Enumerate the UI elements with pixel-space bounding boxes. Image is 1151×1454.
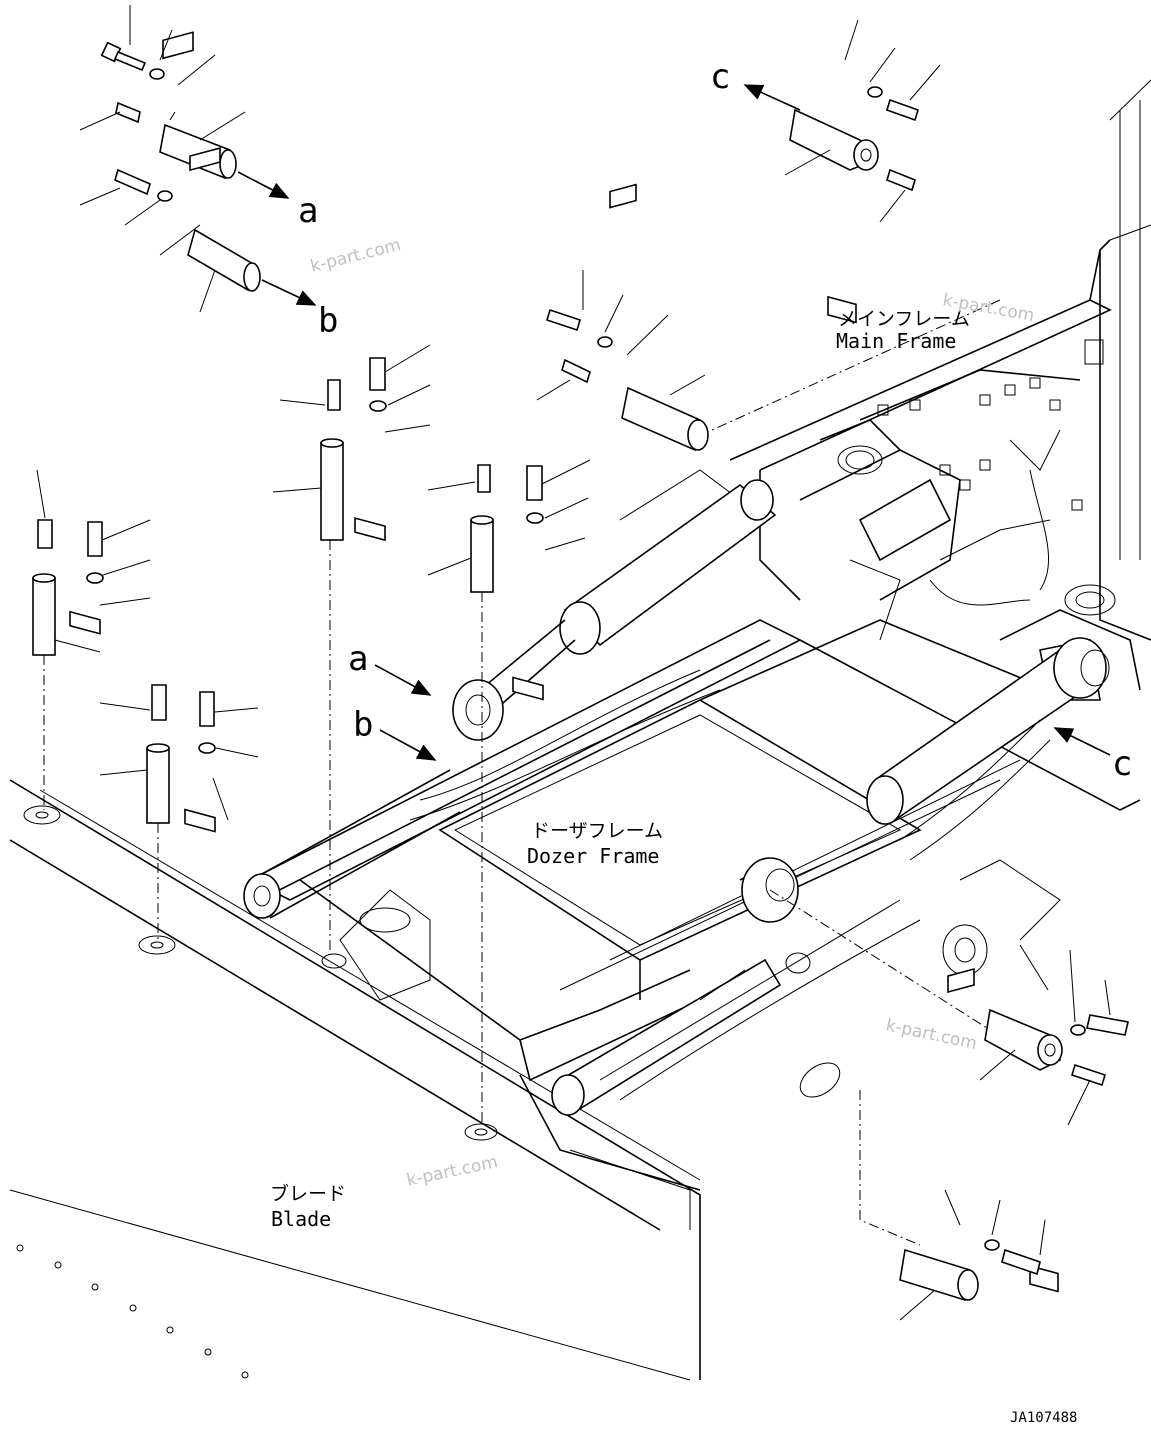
callout-a-mid: a	[348, 639, 368, 679]
lock-plate	[69, 610, 101, 635]
watermark: k-part.com	[308, 235, 403, 277]
pin	[470, 519, 494, 593]
washer	[157, 190, 173, 202]
washer	[526, 512, 544, 524]
bolt	[1001, 1248, 1041, 1276]
pin-assembly-d	[536, 183, 709, 452]
arrow-a-mid	[374, 664, 432, 696]
pin	[146, 747, 170, 824]
bolt	[114, 168, 151, 196]
callout-a-top: a	[298, 191, 318, 231]
watermark: k-part.com	[405, 1152, 500, 1191]
frame-bolts	[877, 339, 1104, 511]
pin-assembly-i	[979, 944, 1129, 1293]
bolt	[526, 465, 543, 501]
washer	[867, 86, 883, 98]
grease-fitting	[115, 101, 141, 124]
main-frame-label-jp: メインフレーム	[838, 308, 970, 330]
lock-plate	[827, 295, 857, 324]
bolt	[199, 691, 215, 727]
lock-plate	[162, 31, 194, 60]
watermark: k-part.com	[884, 1015, 979, 1054]
callout-c-top: c	[710, 57, 730, 97]
washer	[369, 400, 387, 412]
grease-fitting	[37, 519, 53, 549]
right-cylinder	[866, 637, 1110, 825]
arrow-c-mid	[1053, 727, 1111, 756]
lock-plate	[354, 517, 386, 542]
hoses	[409, 669, 1051, 1101]
pin-assembly-e	[272, 344, 431, 542]
arrow-b-mid	[379, 729, 437, 761]
grease-fitting	[477, 464, 491, 493]
pin	[32, 577, 56, 656]
pin-assembly-h	[99, 684, 259, 833]
lock-plate	[947, 968, 975, 993]
pin	[320, 442, 344, 541]
washer	[597, 336, 613, 348]
pin-assembly-b	[79, 147, 317, 313]
lock-plate	[512, 676, 544, 701]
washer	[198, 742, 216, 754]
drawing-number: JA107488	[1010, 1410, 1077, 1426]
blade-holes	[16, 1244, 249, 1379]
callout-b-mid: b	[353, 705, 373, 745]
washer	[1070, 1024, 1086, 1036]
dozer-frame-label-en: Dozer Frame	[527, 844, 659, 868]
dozer-frame-label-jp: ドーザフレーム	[531, 820, 663, 842]
center-lines	[43, 299, 1001, 1246]
blade-label-jp: ブレード	[270, 1182, 346, 1205]
left-cylinder	[452, 479, 777, 741]
lock-plate	[609, 183, 637, 209]
bolt	[369, 357, 386, 391]
main-frame	[619, 79, 1151, 976]
washer	[86, 572, 104, 584]
main-frame-label-en: Main Frame	[836, 329, 956, 353]
dozer-frame	[243, 619, 1141, 1082]
washer	[984, 1239, 1000, 1251]
lock-plate	[189, 147, 221, 172]
pin-assembly-g	[32, 469, 151, 656]
bolt	[87, 521, 103, 557]
grease-fitting	[327, 379, 341, 411]
grease-fitting	[151, 684, 167, 721]
grease-fitting	[886, 168, 916, 192]
pin-assembly-c	[743, 19, 941, 324]
bolt	[1086, 1014, 1129, 1036]
bolt	[546, 308, 581, 332]
blade-mount-holes	[23, 805, 498, 1141]
grease-fitting	[1071, 1063, 1106, 1087]
callout-b-top: b	[318, 301, 338, 341]
pin-assembly-f	[427, 459, 591, 701]
blade-outline	[9, 779, 701, 1381]
washer	[149, 68, 165, 80]
lock-plate	[184, 808, 216, 833]
pin-assembly-j	[899, 968, 1046, 1321]
bolt	[100, 41, 147, 72]
blade-label-en: Blade	[271, 1207, 331, 1231]
callout-c-mid: c	[1112, 744, 1132, 784]
bolt	[886, 98, 919, 122]
pin-assembly-a	[79, 5, 290, 199]
grease-fitting	[561, 358, 591, 384]
